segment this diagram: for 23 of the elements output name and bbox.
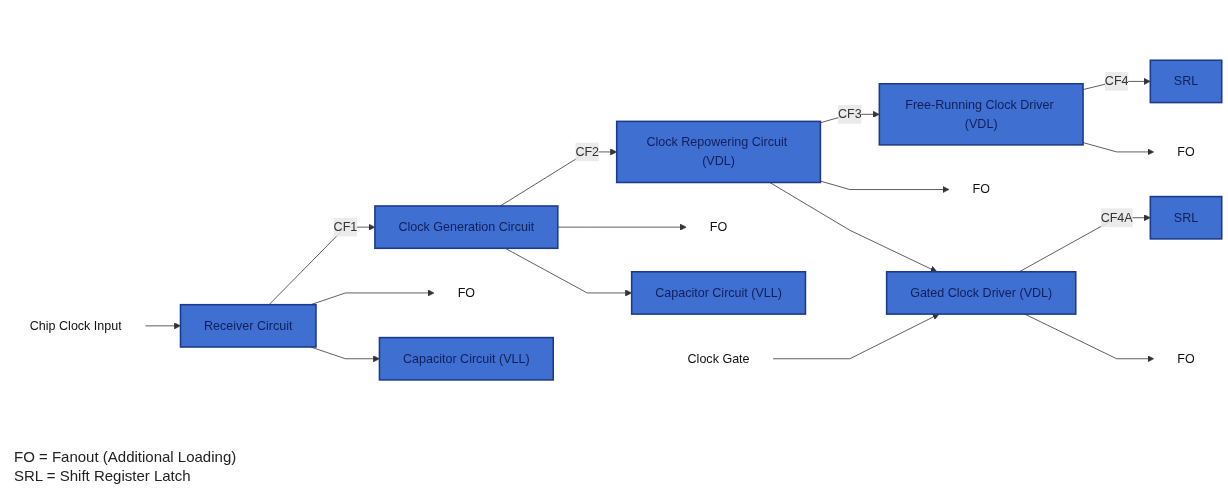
node-text: Clock Gate bbox=[687, 351, 750, 365]
node-box: Clock Generation Circuit bbox=[374, 205, 559, 249]
node-text: FO bbox=[1177, 351, 1195, 365]
node-text: FO bbox=[1177, 144, 1195, 159]
legend-note: SRL = Shift Register Latch bbox=[14, 467, 192, 484]
node-text: FO bbox=[457, 285, 476, 300]
node-box: Free-Running Clock Driver (VDL) bbox=[878, 82, 1084, 146]
node-box: Clock Repowering Circuit (VDL) bbox=[615, 120, 822, 184]
node-box: Capacitor Circuit (VLL) bbox=[378, 336, 555, 381]
node-box: Gated Clock Driver (VDL) bbox=[885, 270, 1077, 315]
edge-label: CF1 bbox=[333, 219, 358, 234]
edge-label: CF4 bbox=[1104, 74, 1129, 88]
node-box: Capacitor Circuit (VLL) bbox=[630, 270, 807, 315]
edge-label: CF4A bbox=[1100, 210, 1133, 224]
edge-label: CF2 bbox=[575, 144, 600, 159]
node-box: SRL bbox=[1149, 59, 1223, 104]
edge-label: CF3 bbox=[838, 107, 862, 121]
node-box: SRL bbox=[1149, 195, 1223, 240]
node-text: Chip Clock Input bbox=[29, 318, 122, 333]
node-text: FO bbox=[709, 219, 728, 234]
node-box: Receiver Circuit bbox=[179, 303, 317, 348]
node-text: FO bbox=[972, 182, 990, 196]
legend-note: FO = Fanout (Additional Loading) bbox=[14, 448, 237, 465]
